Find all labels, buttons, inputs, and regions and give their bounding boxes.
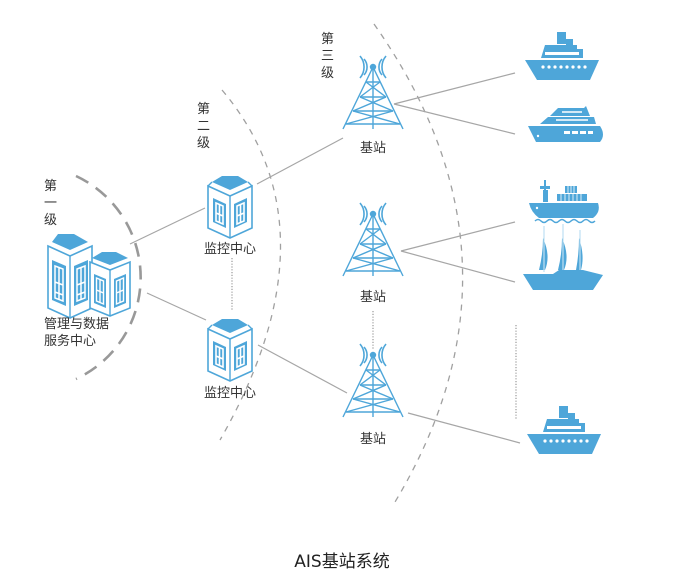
office-buildings-icon [47,233,131,319]
data-center-node: 管理与数据 服务中心 [44,233,131,349]
monitor-center-label: 监控中心 [204,242,256,257]
tier-3-label-char: 级 [321,66,334,81]
tier-2-label-char: 二 [197,119,210,134]
sailboat-icon [522,223,604,291]
radio-tower-icon [342,343,404,418]
radio-tower-icon [342,55,404,130]
building-icon [207,175,253,239]
tier-2-label-char: 第 [197,102,210,117]
base-station-label: 基站 [360,290,386,305]
link-station2-vessel3 [400,221,516,252]
base-station-2: 基站 [342,202,404,305]
tier-2-label-char: 级 [197,136,210,151]
cruise-ship-icon [525,32,599,80]
building-icon [207,318,253,382]
link-station3-vessel5 [407,412,521,444]
base-station-1: 基站 [342,55,404,156]
yacht-icon [527,105,604,143]
tier-3-boundary-arc [373,23,464,503]
link-station2-vessel4 [400,250,516,283]
tier-1-label: 第 一 级 [44,179,57,228]
link-station1-vessel1 [393,72,516,105]
tier-2-label: 第 二 级 [197,102,210,151]
connection-lines [129,72,521,444]
link-station1-vessel2 [393,103,516,135]
tier-2-boundary-arc [219,89,282,441]
tier-3-label-char: 三 [321,49,334,64]
tier-1-label-char: 第 [44,179,57,194]
monitor-center-1: 监控中心 [204,175,256,257]
data-center-label-line2: 服务中心 [44,333,96,349]
container-ship-icon [528,179,600,224]
link-monitor1-station1 [256,137,344,185]
base-station-label: 基站 [360,141,386,156]
diagram-caption: AIS基站系统 [294,552,389,572]
data-center-label-line1: 管理与数据 [44,317,109,332]
tier-3-label-char: 第 [321,32,334,47]
cruise-ship-icon [527,406,601,454]
base-station-3: 基站 [342,343,404,447]
monitor-center-label: 监控中心 [204,386,256,401]
tier-3-label: 第 三 级 [321,32,334,81]
monitor-center-2: 监控中心 [204,318,256,401]
tier-1-label-char: 一 [44,196,57,211]
base-station-label: 基站 [360,432,386,447]
tier-1-label-char: 级 [44,213,57,228]
radio-tower-icon [342,202,404,277]
link-monitor2-station3 [257,344,348,394]
tier-1-boundary-arc [75,174,142,381]
link-datacenter-monitor2 [146,292,207,321]
link-datacenter-monitor1 [129,207,206,245]
